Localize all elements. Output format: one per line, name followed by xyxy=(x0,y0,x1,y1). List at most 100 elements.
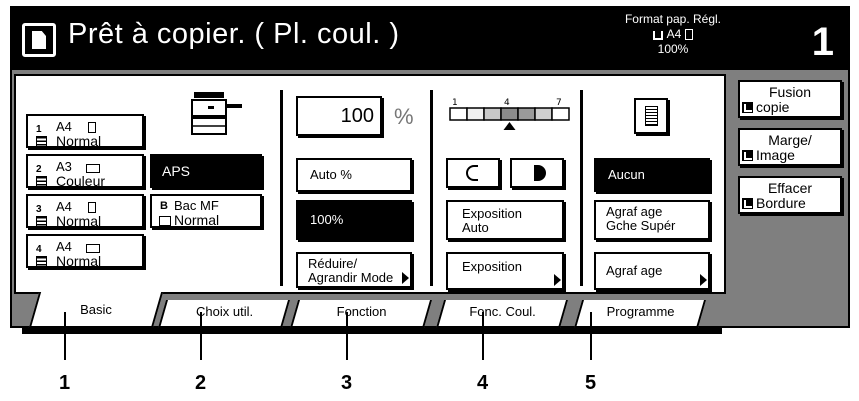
mf-tray-button[interactable]: B Bac MF Normal xyxy=(150,194,262,228)
landscape-orientation-icon xyxy=(86,164,100,173)
scale-label: 7 xyxy=(556,98,562,108)
zoom-100-button[interactable]: 100% xyxy=(296,200,412,240)
density-cell xyxy=(517,107,536,121)
callout-number: 5 xyxy=(585,372,597,394)
portrait-orientation-icon xyxy=(685,29,694,40)
staple-mode-button[interactable]: Agraf age xyxy=(594,252,710,290)
reduce-enlarge-mode-button[interactable]: Réduire/ Agrandir Mode xyxy=(296,252,412,288)
tab-label: Fonction xyxy=(336,304,387,319)
density-cell xyxy=(483,107,502,121)
bypass-tray-icon xyxy=(159,216,171,226)
touch-panel-screen: Prêt à copier. ( Pl. coul. ) Format pap.… xyxy=(10,6,850,334)
scale-label: 1 xyxy=(452,98,458,108)
tab-label: Basic xyxy=(80,302,112,317)
callout-number: 1 xyxy=(59,372,71,394)
copier-icon xyxy=(191,92,242,135)
callout-number: 4 xyxy=(477,372,489,394)
section-divider xyxy=(580,90,583,286)
tray-paper-size: A4 xyxy=(56,119,72,134)
border-erase-button[interactable]: Effacer Bordure xyxy=(738,176,842,214)
darker-icon xyxy=(534,165,546,181)
portrait-orientation-icon xyxy=(88,122,96,133)
density-cell xyxy=(534,107,553,121)
combine-copy-line2: copie xyxy=(756,99,790,115)
submenu-arrow-icon xyxy=(700,274,707,286)
zoom-value-display: 100 xyxy=(296,96,382,136)
section-divider xyxy=(280,90,283,286)
paper-stack-icon xyxy=(36,256,47,266)
tray-number: 2 xyxy=(36,164,42,175)
landscape-orientation-icon xyxy=(86,244,100,253)
auto-exposure-line1: Exposition xyxy=(462,206,522,221)
tray-number: 1 xyxy=(36,124,42,135)
margin-image-line2: Image xyxy=(756,147,795,163)
lighter-icon xyxy=(466,165,478,181)
zoom-readout: 100% xyxy=(657,42,689,56)
margin-image-line1: Marge/ xyxy=(768,132,812,148)
shortcut-icon xyxy=(742,150,753,161)
tray-media-type: Normal xyxy=(56,213,102,228)
callout-line xyxy=(590,312,592,360)
combine-copy-button[interactable]: Fusion copie xyxy=(738,80,842,118)
staple-top-left-button[interactable]: Agraf age Gche Supér xyxy=(594,200,710,240)
tab-user-choice[interactable]: Choix util. xyxy=(157,300,291,328)
title-bar: Prêt à copier. ( Pl. coul. ) Format pap.… xyxy=(12,8,848,70)
staple-mode-label: Agraf age xyxy=(606,263,663,278)
callout-number: 3 xyxy=(341,372,353,394)
callout-line xyxy=(64,312,66,360)
section-divider xyxy=(430,90,433,286)
submenu-arrow-icon xyxy=(554,274,561,286)
margin-image-button[interactable]: Marge/ Image xyxy=(738,128,842,166)
density-cell xyxy=(551,107,570,121)
tray-paper-size: A3 xyxy=(56,159,72,174)
tab-label: Programme xyxy=(606,304,675,319)
auto-zoom-button[interactable]: Auto % xyxy=(296,158,412,192)
tray-4-button[interactable]: 4 A4 Normal xyxy=(26,234,144,268)
tab-color-function[interactable]: Fonc. Coul. xyxy=(435,300,569,328)
tab-program[interactable]: Programme xyxy=(573,300,707,328)
callout-line xyxy=(482,312,484,360)
combine-copy-line1: Fusion xyxy=(768,84,812,100)
tray-2-button[interactable]: 2 A3 Couleur xyxy=(26,154,144,188)
tray-1-button[interactable]: 1 A4 Normal xyxy=(26,114,144,148)
exposure-mode-button[interactable]: Exposition xyxy=(446,252,564,290)
scale-label: 4 xyxy=(504,98,510,108)
tray-media-type: Couleur xyxy=(56,173,106,188)
document-icon xyxy=(22,23,56,57)
paper-size-label: Format pap. Régl. xyxy=(624,12,722,26)
exposure-darker-button[interactable] xyxy=(510,158,564,188)
exposure-lighter-button[interactable] xyxy=(446,158,500,188)
tab-function[interactable]: Fonction xyxy=(289,300,433,328)
tray-media-type: Normal xyxy=(56,253,102,268)
no-staple-button[interactable]: Aucun xyxy=(594,158,710,192)
auto-exposure-line2: Auto xyxy=(462,220,489,235)
density-cell xyxy=(500,107,519,121)
callout-line xyxy=(346,312,348,360)
submenu-arrow-icon xyxy=(402,272,409,284)
tab-basic[interactable]: Basic xyxy=(28,292,164,328)
exposure-density-scale: 1 4 7 xyxy=(449,98,570,130)
mf-tray-key: B xyxy=(160,200,168,212)
density-cell xyxy=(466,107,485,121)
border-erase-line1: Effacer xyxy=(767,180,813,196)
tray-number: 3 xyxy=(36,204,42,215)
paper-size-info: Format pap. Régl. A4 100% xyxy=(612,12,734,57)
callout-line xyxy=(200,312,202,360)
tray-media-type: Normal xyxy=(56,133,102,148)
copy-count: 1 xyxy=(811,20,834,64)
reduce-enlarge-line2: Agrandir Mode xyxy=(308,270,394,285)
paper-stack-icon xyxy=(36,216,47,226)
tray-3-button[interactable]: 3 A4 Normal xyxy=(26,194,144,228)
shortcut-icon xyxy=(742,198,753,209)
basic-settings-panel: 1 A4 Normal 2 A3 Couleur 3 A4 Normal 4 A… xyxy=(14,74,726,294)
zoom-unit: % xyxy=(394,104,414,129)
staple-top-left-line1: Agraf age xyxy=(606,204,663,219)
tray-icon xyxy=(652,31,663,40)
aps-button[interactable]: APS xyxy=(150,154,262,188)
status-message: Prêt à copier. ( Pl. coul. ) xyxy=(68,18,400,50)
auto-exposure-button[interactable]: Exposition Auto xyxy=(446,200,564,240)
tab-label: Fonc. Coul. xyxy=(469,304,536,319)
tab-label: Choix util. xyxy=(196,304,254,319)
mf-tray-label: Bac MF xyxy=(174,198,219,213)
exposure-mode-label: Exposition xyxy=(462,259,522,274)
